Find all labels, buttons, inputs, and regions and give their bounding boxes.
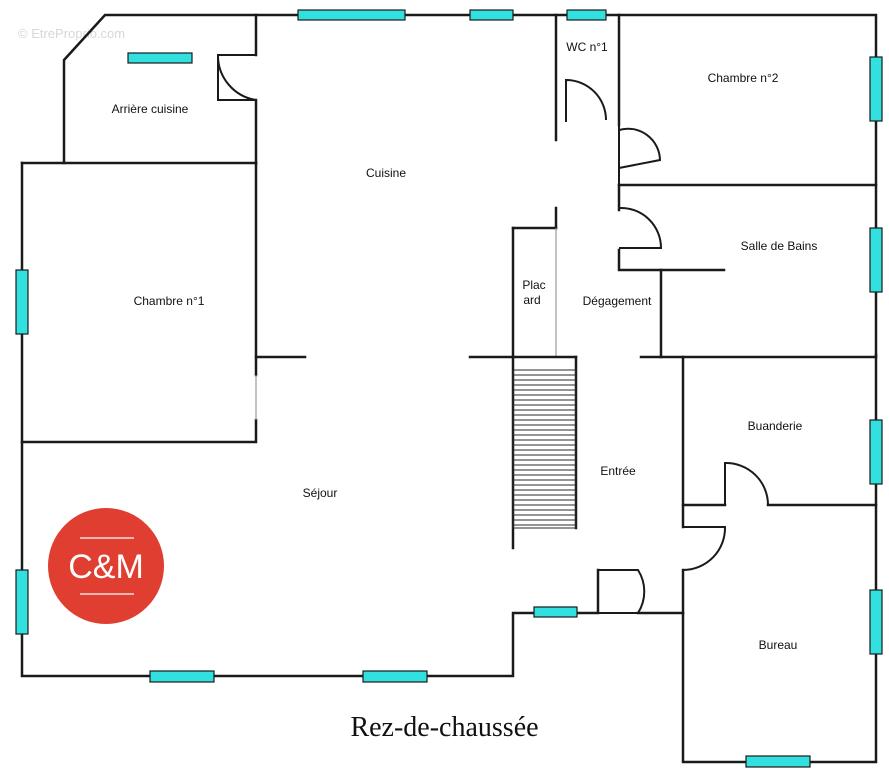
window bbox=[127, 52, 193, 64]
room-labels: Arrière cuisine Cuisine WC n°1 Chambre n… bbox=[112, 40, 818, 652]
exterior-walls bbox=[20, 13, 878, 764]
staircase bbox=[512, 369, 577, 529]
label-bureau: Bureau bbox=[759, 638, 798, 652]
window bbox=[745, 755, 811, 768]
door-salle-de-bains bbox=[618, 206, 663, 249]
door-chambre-2 bbox=[618, 125, 662, 185]
window bbox=[297, 9, 406, 21]
window bbox=[362, 670, 428, 683]
window bbox=[869, 227, 883, 293]
window bbox=[566, 9, 607, 21]
window bbox=[15, 269, 29, 335]
stair-outline bbox=[512, 369, 577, 529]
label-arriere-cuisine: Arrière cuisine bbox=[112, 102, 189, 116]
label-placard-2: ard bbox=[523, 293, 540, 307]
label-placard-1: Plac bbox=[522, 278, 545, 292]
label-sejour: Séjour bbox=[303, 486, 338, 500]
label-wc-1: WC n°1 bbox=[566, 40, 608, 54]
window bbox=[149, 670, 215, 683]
window bbox=[869, 56, 883, 122]
doors bbox=[216, 54, 769, 614]
window bbox=[869, 419, 883, 485]
label-entree: Entrée bbox=[600, 464, 636, 478]
window bbox=[533, 606, 578, 618]
door-entree bbox=[598, 569, 646, 614]
label-cuisine: Cuisine bbox=[366, 166, 406, 180]
door-bureau bbox=[682, 526, 727, 571]
label-salle-de-bains: Salle de Bains bbox=[741, 239, 818, 253]
window bbox=[15, 569, 29, 635]
window bbox=[469, 9, 514, 21]
door-buanderie bbox=[724, 461, 769, 506]
door-arriere-cuisine bbox=[216, 54, 257, 101]
logo-text: C&M bbox=[68, 548, 144, 586]
label-chambre-1: Chambre n°1 bbox=[134, 294, 205, 308]
floor-caption: Rez-de-chaussée bbox=[350, 712, 539, 743]
watermark-text: © EtreProprio.com bbox=[18, 26, 125, 41]
door-wc bbox=[565, 78, 607, 122]
windows bbox=[15, 9, 883, 768]
logo-circle bbox=[48, 508, 164, 624]
company-logo: C&M bbox=[48, 508, 164, 624]
label-degagement: Dégagement bbox=[583, 294, 652, 308]
label-chambre-2: Chambre n°2 bbox=[708, 71, 779, 85]
label-buanderie: Buanderie bbox=[748, 419, 803, 433]
window bbox=[869, 589, 883, 655]
